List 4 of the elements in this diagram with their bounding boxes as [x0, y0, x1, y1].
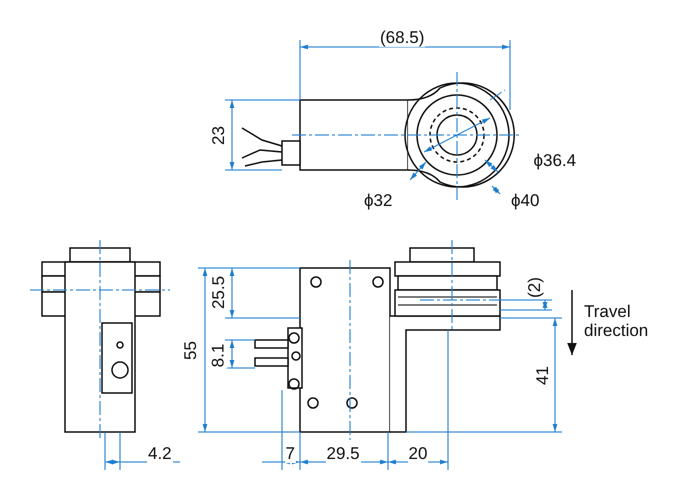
- dimension-label: ϕ36.4: [532, 150, 578, 170]
- dimension-label: (68.5): [379, 28, 426, 46]
- dimension-label: ϕ40: [510, 190, 540, 210]
- dimension-label: ϕ32: [363, 190, 394, 210]
